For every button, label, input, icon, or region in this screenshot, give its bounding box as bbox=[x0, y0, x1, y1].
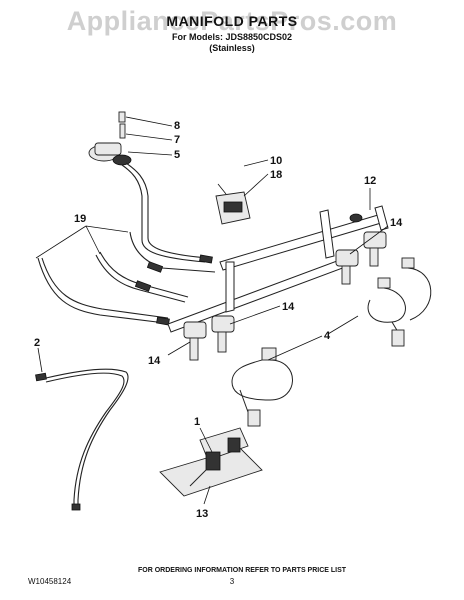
thermocouple bbox=[35, 368, 129, 511]
leader-lines bbox=[35, 116, 389, 505]
callout-10: 10 bbox=[270, 155, 282, 167]
callout-12: 12 bbox=[364, 175, 376, 187]
igniter-switches bbox=[231, 257, 432, 427]
page-title: MANIFOLD PARTS bbox=[166, 13, 298, 29]
gas-tubes bbox=[37, 162, 216, 326]
callout-14-center: 14 bbox=[282, 301, 295, 313]
spark-module bbox=[159, 427, 263, 497]
callout-8: 8 bbox=[174, 120, 180, 132]
callout-labels: 8 7 5 10 18 12 19 14 14 2 14 4 1 13 bbox=[34, 120, 403, 520]
finish-line: (Stainless) bbox=[209, 43, 255, 53]
ordering-note: FOR ORDERING INFORMATION REFER TO PARTS … bbox=[138, 567, 347, 574]
callout-2: 2 bbox=[34, 337, 40, 349]
page-number: 3 bbox=[229, 577, 235, 586]
callout-19: 19 bbox=[74, 213, 86, 225]
regulator-spring bbox=[119, 123, 126, 139]
valve-right-front bbox=[335, 249, 359, 267]
callout-14-left: 14 bbox=[148, 355, 161, 367]
models-line: For Models: JDS8850CDS02 bbox=[171, 32, 293, 42]
callout-4: 4 bbox=[324, 330, 331, 342]
callout-5: 5 bbox=[174, 149, 180, 161]
spark-module-bracket bbox=[215, 183, 251, 225]
manifold-pipe bbox=[167, 205, 389, 333]
callout-18: 18 bbox=[270, 169, 282, 181]
callout-1: 1 bbox=[194, 416, 200, 428]
pressure-regulator-assembly bbox=[88, 111, 132, 166]
valve-left-front bbox=[183, 321, 207, 339]
regulator-screw bbox=[118, 111, 126, 123]
burner-valves bbox=[183, 231, 387, 361]
watermark: AppliancePartsPros.com bbox=[66, 6, 398, 36]
valve-right-rear bbox=[363, 231, 387, 249]
model-info: For Models: JDS8850CDS02 (Stainless) bbox=[0, 32, 464, 54]
callout-7: 7 bbox=[174, 134, 180, 146]
callout-13: 13 bbox=[196, 508, 208, 520]
callout-14-right: 14 bbox=[390, 217, 403, 229]
document-number: W10458124 bbox=[28, 577, 72, 586]
